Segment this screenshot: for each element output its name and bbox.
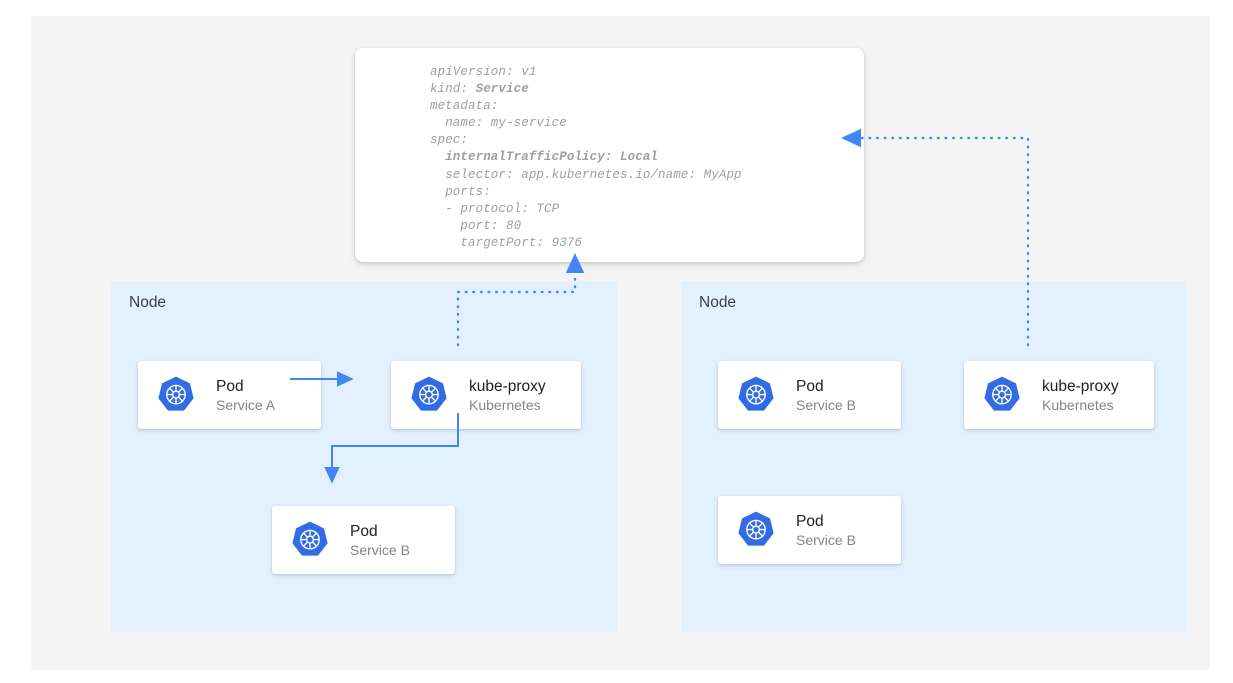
service-spec-yaml: apiVersion: v1 kind: Service metadata: nam… bbox=[430, 64, 742, 252]
card-pod-service-b-right-bottom[interactable]: Pod Service B bbox=[718, 496, 901, 564]
card-title: kube-proxy bbox=[469, 377, 546, 395]
kubernetes-icon bbox=[736, 375, 776, 415]
yaml-line-4: spec: bbox=[430, 133, 469, 148]
card-subtitle: Service B bbox=[796, 396, 856, 413]
card-pod-service-b-right-top[interactable]: Pod Service B bbox=[718, 361, 901, 429]
card-subtitle: Service B bbox=[350, 541, 410, 558]
kubernetes-icon bbox=[736, 510, 776, 550]
card-title: Pod bbox=[216, 377, 244, 395]
yaml-line-2: metadata: bbox=[430, 99, 499, 114]
card-subtitle: Kubernetes bbox=[1042, 396, 1114, 413]
card-pod-service-b-left[interactable]: Pod Service B bbox=[272, 506, 455, 574]
card-title: Pod bbox=[350, 522, 378, 540]
node-container-right: Node bbox=[681, 281, 1187, 632]
node-container-left: Node bbox=[111, 281, 617, 632]
kubernetes-icon bbox=[290, 520, 330, 560]
kubernetes-icon bbox=[156, 375, 196, 415]
yaml-line-1: kind: Service bbox=[430, 82, 529, 97]
yaml-line-0: apiVersion: v1 bbox=[430, 65, 537, 79]
kubernetes-icon bbox=[982, 375, 1022, 415]
card-subtitle: Service B bbox=[796, 531, 856, 548]
card-text: Pod Service A bbox=[216, 377, 275, 414]
diagram-canvas: apiVersion: v1 kind: Service metadata: nam… bbox=[31, 16, 1210, 670]
card-text: kube-proxy Kubernetes bbox=[469, 377, 546, 414]
yaml-line-6: selector: app.kubernetes.io/name: MyApp bbox=[430, 167, 742, 182]
yaml-line-7: ports: bbox=[430, 184, 491, 199]
card-kube-proxy-left[interactable]: kube-proxy Kubernetes bbox=[391, 361, 581, 429]
kubernetes-icon bbox=[409, 375, 449, 415]
node-label: Node bbox=[699, 294, 737, 311]
card-pod-service-a[interactable]: Pod Service A bbox=[138, 361, 321, 429]
yaml-line-3: name: my-service bbox=[430, 116, 567, 131]
card-text: kube-proxy Kubernetes bbox=[1042, 377, 1119, 414]
yaml-line-5: internalTrafficPolicy: Local bbox=[430, 150, 659, 165]
card-subtitle: Service A bbox=[216, 396, 276, 413]
card-text: Pod Service B bbox=[350, 522, 410, 559]
service-spec-card: apiVersion: v1 kind: Service metadata: nam… bbox=[355, 48, 864, 262]
yaml-line-10: targetPort: 9376 bbox=[430, 235, 583, 250]
yaml-line-8: - protocol: TCP bbox=[430, 201, 560, 216]
card-kube-proxy-right[interactable]: kube-proxy Kubernetes bbox=[964, 361, 1154, 429]
card-subtitle: Kubernetes bbox=[469, 396, 541, 413]
card-text: Pod Service B bbox=[796, 512, 856, 549]
node-label: Node bbox=[129, 294, 167, 311]
yaml-line-9: port: 80 bbox=[430, 218, 522, 233]
card-title: Pod bbox=[796, 377, 824, 395]
card-title: Pod bbox=[796, 512, 824, 530]
card-title: kube-proxy bbox=[1042, 377, 1119, 395]
card-text: Pod Service B bbox=[796, 377, 856, 414]
